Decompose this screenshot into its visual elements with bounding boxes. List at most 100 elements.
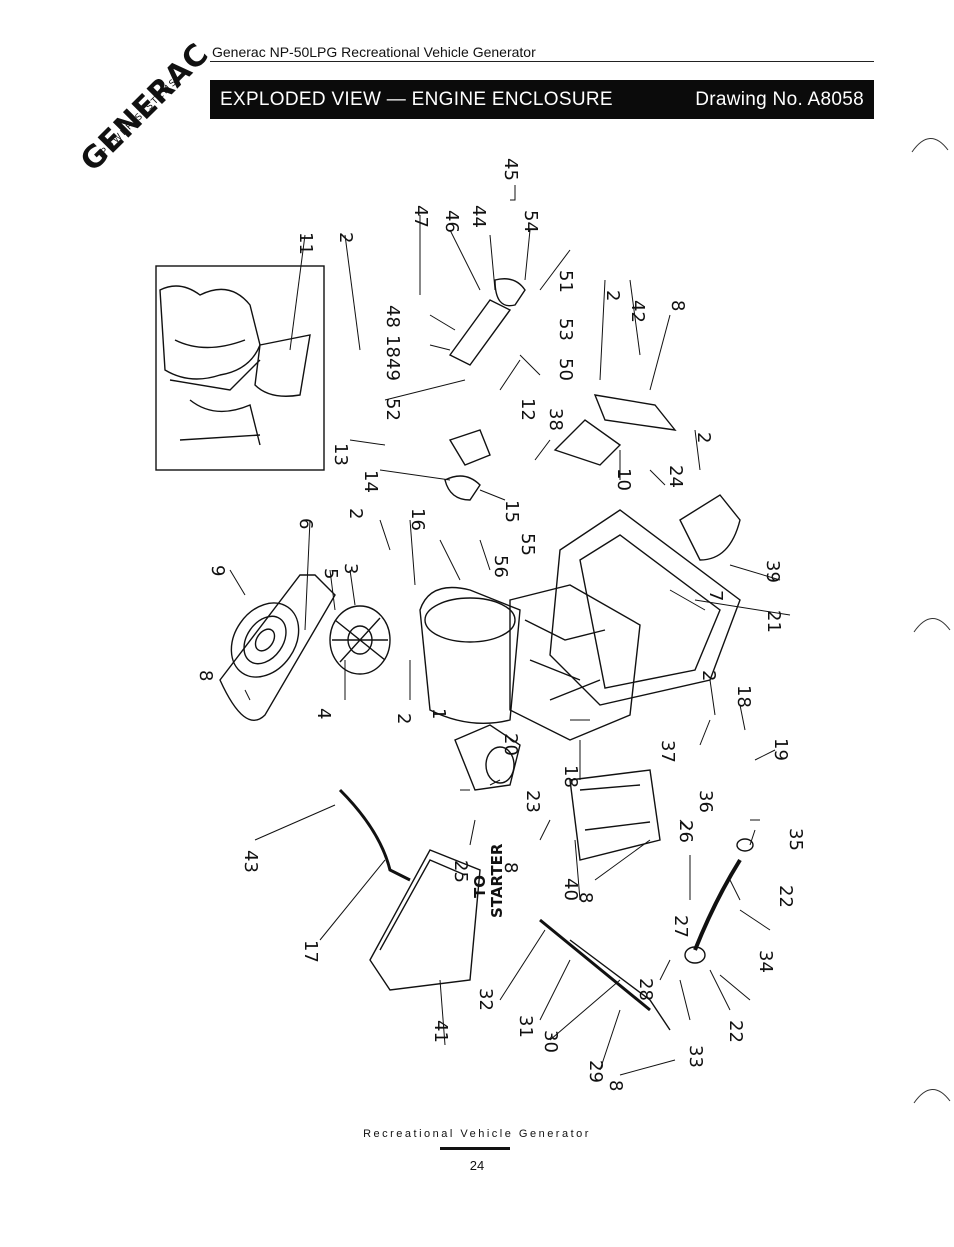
blower-housing <box>219 574 336 721</box>
cylinder-shroud <box>419 586 521 724</box>
callout-18b: 18 <box>733 685 754 708</box>
bracket-14 <box>444 475 481 501</box>
callout-51: 51 <box>555 270 576 293</box>
callout-43: 43 <box>240 850 261 873</box>
callout-46: 46 <box>441 210 462 233</box>
callout-2c: 2 <box>693 432 714 443</box>
callout-4: 4 <box>313 708 334 719</box>
callout-10: 10 <box>613 468 634 491</box>
callout-23: 23 <box>522 790 543 813</box>
callout-2b: 2 <box>602 290 623 301</box>
engine-block <box>509 584 641 741</box>
callout-18c: 18 <box>560 765 581 788</box>
callout-22: 22 <box>775 885 796 908</box>
panel-40 <box>569 769 661 861</box>
callout-25: 25 <box>450 860 471 883</box>
callout-8: 8 <box>667 300 688 311</box>
callout-55: 55 <box>517 533 538 556</box>
callout-3: 3 <box>340 563 361 574</box>
section-banner: EXPLODED VIEW — ENGINE ENCLOSURE Drawing… <box>210 80 874 119</box>
margin-arc <box>911 138 949 153</box>
starter-cable <box>338 788 411 882</box>
callout-28: 28 <box>635 978 656 1001</box>
callout-8d: 8 <box>575 892 596 903</box>
callout-2d: 2 <box>345 508 366 519</box>
footer-text: Recreational Vehicle Generator <box>363 1128 591 1140</box>
footer-rule <box>440 1147 510 1150</box>
callout-48: 48 <box>382 305 403 328</box>
cover-38 <box>553 419 622 466</box>
callout-30: 30 <box>540 1030 561 1053</box>
callout-13: 13 <box>330 443 351 466</box>
callout-16: 16 <box>407 508 428 531</box>
callout-34: 34 <box>755 950 776 973</box>
page-number: 24 <box>469 1158 485 1173</box>
inset-shroud <box>254 334 311 397</box>
exploded-view-diagram: 11 2 47 46 44 45 54 48 18 49 52 53 50 51… <box>155 158 806 1091</box>
callout-19: 19 <box>770 738 791 761</box>
cover-42 <box>593 394 677 431</box>
control-box <box>454 724 521 791</box>
callout-24: 24 <box>665 465 686 488</box>
bracket-12 <box>448 429 491 466</box>
to-starter-line2: STARTER <box>488 843 506 918</box>
callout-20: 20 <box>500 733 521 756</box>
fan-grill <box>230 602 300 678</box>
callout-31: 31 <box>515 1015 536 1038</box>
callout-38: 38 <box>545 408 566 431</box>
fan-wheel <box>329 605 391 675</box>
callout-7: 7 <box>705 590 726 601</box>
callout-54: 54 <box>520 210 541 233</box>
callout-56: 56 <box>490 555 511 578</box>
callout-17: 17 <box>300 940 321 963</box>
callout-15: 15 <box>501 500 522 523</box>
callout-37: 37 <box>657 740 678 763</box>
callout-1: 1 <box>428 708 449 719</box>
callout-2e: 2 <box>393 713 414 724</box>
callout-45: 45 <box>500 158 521 181</box>
callout-35: 35 <box>785 828 806 851</box>
callout-2f: 2 <box>698 670 719 681</box>
drawing-number: Drawing No. A8058 <box>695 88 864 110</box>
callout-6: 6 <box>295 518 316 529</box>
callout-53: 53 <box>555 318 576 341</box>
callout-33: 33 <box>685 1045 706 1068</box>
fuel-rod <box>539 918 651 1012</box>
inset-detail-box <box>155 265 325 471</box>
top-bracket <box>448 299 512 366</box>
callout-12: 12 <box>517 398 538 421</box>
callout-26: 26 <box>675 820 696 843</box>
callout-44: 44 <box>468 205 489 228</box>
callout-49: 49 <box>382 358 403 381</box>
callout-39: 39 <box>762 560 783 583</box>
callout-32: 32 <box>475 988 496 1011</box>
callout-52: 52 <box>382 398 403 421</box>
callout-18: 18 <box>382 335 403 358</box>
margin-arc <box>913 618 951 633</box>
callout-8c: 8 <box>500 862 521 873</box>
callout-2: 2 <box>335 232 356 243</box>
callout-27: 27 <box>670 915 691 938</box>
inset-engine-sketch <box>159 285 261 446</box>
document-title: Generac NP-50LPG Recreational Vehicle Ge… <box>212 44 536 60</box>
cover-39 <box>679 494 741 561</box>
callout-50: 50 <box>555 358 576 381</box>
margin-arc <box>913 1089 951 1104</box>
callout-14: 14 <box>360 470 381 493</box>
header-rule <box>210 61 874 62</box>
callout-11: 11 <box>295 232 316 255</box>
to-starter-line1: TO <box>471 875 489 898</box>
callout-41: 41 <box>430 1020 451 1043</box>
side-panel-41 <box>369 849 481 991</box>
callout-8b: 8 <box>195 670 216 681</box>
callout-21: 21 <box>763 610 784 633</box>
callout-8e: 8 <box>605 1080 626 1091</box>
exhaust-pipe <box>693 858 742 951</box>
callout-5: 5 <box>320 568 341 579</box>
callout-29: 29 <box>585 1060 606 1083</box>
callout-22b: 22 <box>725 1020 746 1043</box>
callout-47: 47 <box>410 205 431 228</box>
section-title: EXPLODED VIEW — ENGINE ENCLOSURE <box>220 88 613 110</box>
callout-42: 42 <box>627 300 648 323</box>
callout-9: 9 <box>207 565 228 576</box>
